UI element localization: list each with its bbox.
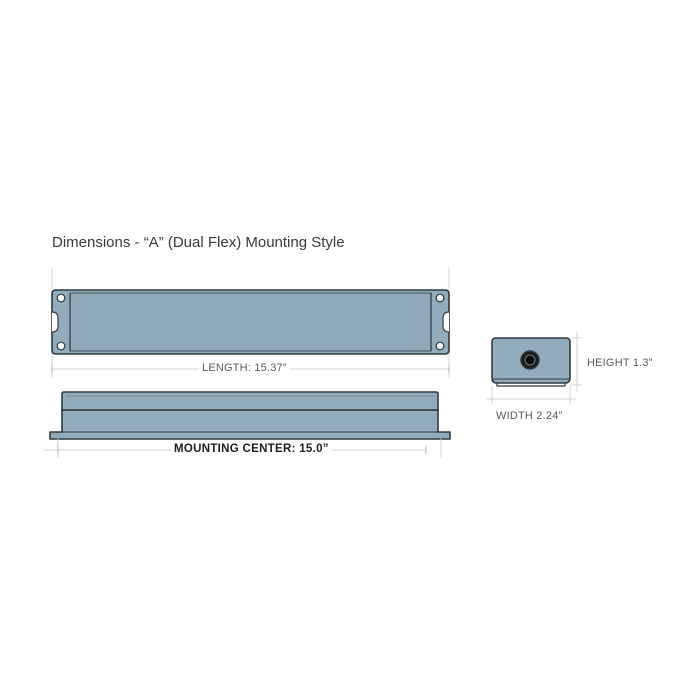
side-view-flange [49,409,451,440]
mounting-hole [435,293,445,303]
side-view-body [61,391,439,411]
length-label: LENGTH: 15.37” [199,362,290,374]
height-label: HEIGHT 1.3” [584,357,656,369]
mounting-center-label: MOUNTING CENTER: 15.0” [171,443,332,455]
end-view [486,332,582,404]
mounting-hole [56,341,66,351]
top-view-inner-panel [69,292,432,352]
side-view [44,391,451,458]
diagram-title: Dimensions - “A” (Dual Flex) Mounting St… [52,234,345,251]
mounting-hole [435,341,445,351]
top-view [51,268,450,378]
width-label: WIDTH 2.24” [493,410,566,422]
mounting-hole [56,293,66,303]
